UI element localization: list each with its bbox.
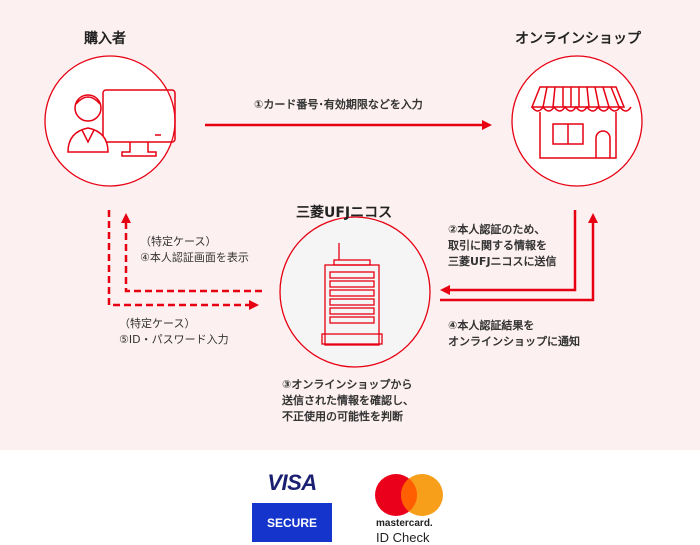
- step4-result-text: ④本人認証結果を オンラインショップに通知: [448, 318, 580, 350]
- step3-line: 不正使用の可能性を判断: [282, 410, 403, 423]
- mastercard-wordmark: mastercard.: [376, 518, 433, 529]
- step4-screen-text: （特定ケース） ④本人認証画面を表示: [140, 234, 249, 266]
- flow-diagram: [44, 55, 643, 368]
- arrow-step2: [440, 210, 577, 295]
- step2-text: ②本人認証のため、 取引に関する情報を 三菱UFJニコスに送信: [448, 222, 557, 270]
- step4a-line: （特定ケース）: [140, 235, 217, 248]
- id-check-label: ID Check: [376, 530, 430, 545]
- visa-secure-badge: SECURE: [252, 503, 332, 542]
- step2-line: 取引に関する情報を: [448, 239, 547, 252]
- shop-circle: [511, 55, 643, 187]
- step2-line: ②本人認証のため、: [448, 223, 546, 236]
- step5-line: （特定ケース）: [119, 317, 196, 330]
- buyer-label: 購入者: [84, 31, 126, 47]
- step1-text: ①カード番号･有効期限などを入力: [254, 98, 423, 111]
- nicos-circle: [279, 216, 431, 368]
- arrow-step4-screen: [121, 213, 262, 293]
- arrow-step4-result: [440, 213, 598, 302]
- step4b-line: ④本人認証結果を: [448, 319, 535, 332]
- mastercard-logo: [375, 474, 443, 516]
- building-icon: [321, 243, 383, 346]
- shop-icon: [530, 86, 632, 159]
- person-computer-icon: [67, 89, 176, 157]
- visa-logo: VISA: [267, 470, 317, 495]
- shop-label: オンラインショップ: [515, 31, 641, 47]
- step5-text: （特定ケース） ⑤ID・パスワード入力: [119, 316, 229, 348]
- step2-line: 三菱UFJニコスに送信: [448, 255, 557, 268]
- step3-text: ③オンラインショップから 送信された情報を確認し、 不正使用の可能性を判断: [282, 377, 414, 425]
- buyer-circle: [44, 55, 176, 187]
- arrow-step5: [107, 210, 259, 310]
- nicos-label: 三菱UFJニコス: [296, 205, 393, 221]
- step4a-line: ④本人認証画面を表示: [140, 251, 249, 264]
- step5-line: ⑤ID・パスワード入力: [119, 333, 229, 346]
- step4b-line: オンラインショップに通知: [448, 335, 580, 348]
- step3-line: ③オンラインショップから: [282, 378, 413, 391]
- step3-line: 送信された情報を確認し、: [282, 394, 414, 407]
